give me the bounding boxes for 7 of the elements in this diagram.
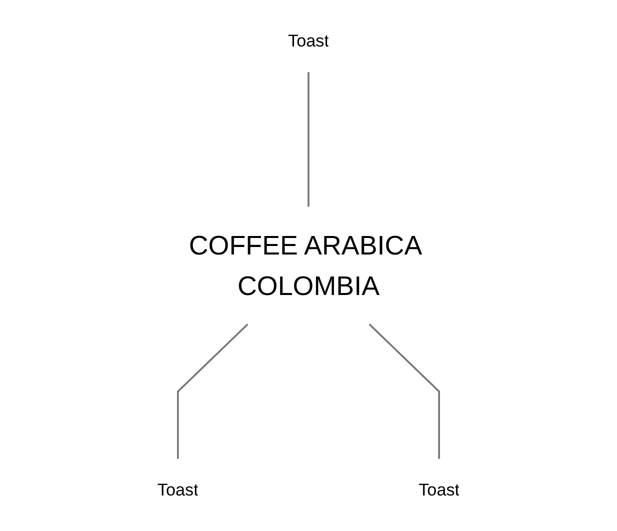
connector — [368, 324, 440, 459]
node-text: Toast — [288, 30, 329, 50]
connector — [308, 72, 310, 207]
connector — [177, 324, 248, 459]
node-text: Toast — [157, 480, 198, 500]
node-text: Toast — [418, 480, 460, 500]
node-text: COFFEE ARABICA COLOMBIA — [188, 230, 421, 301]
